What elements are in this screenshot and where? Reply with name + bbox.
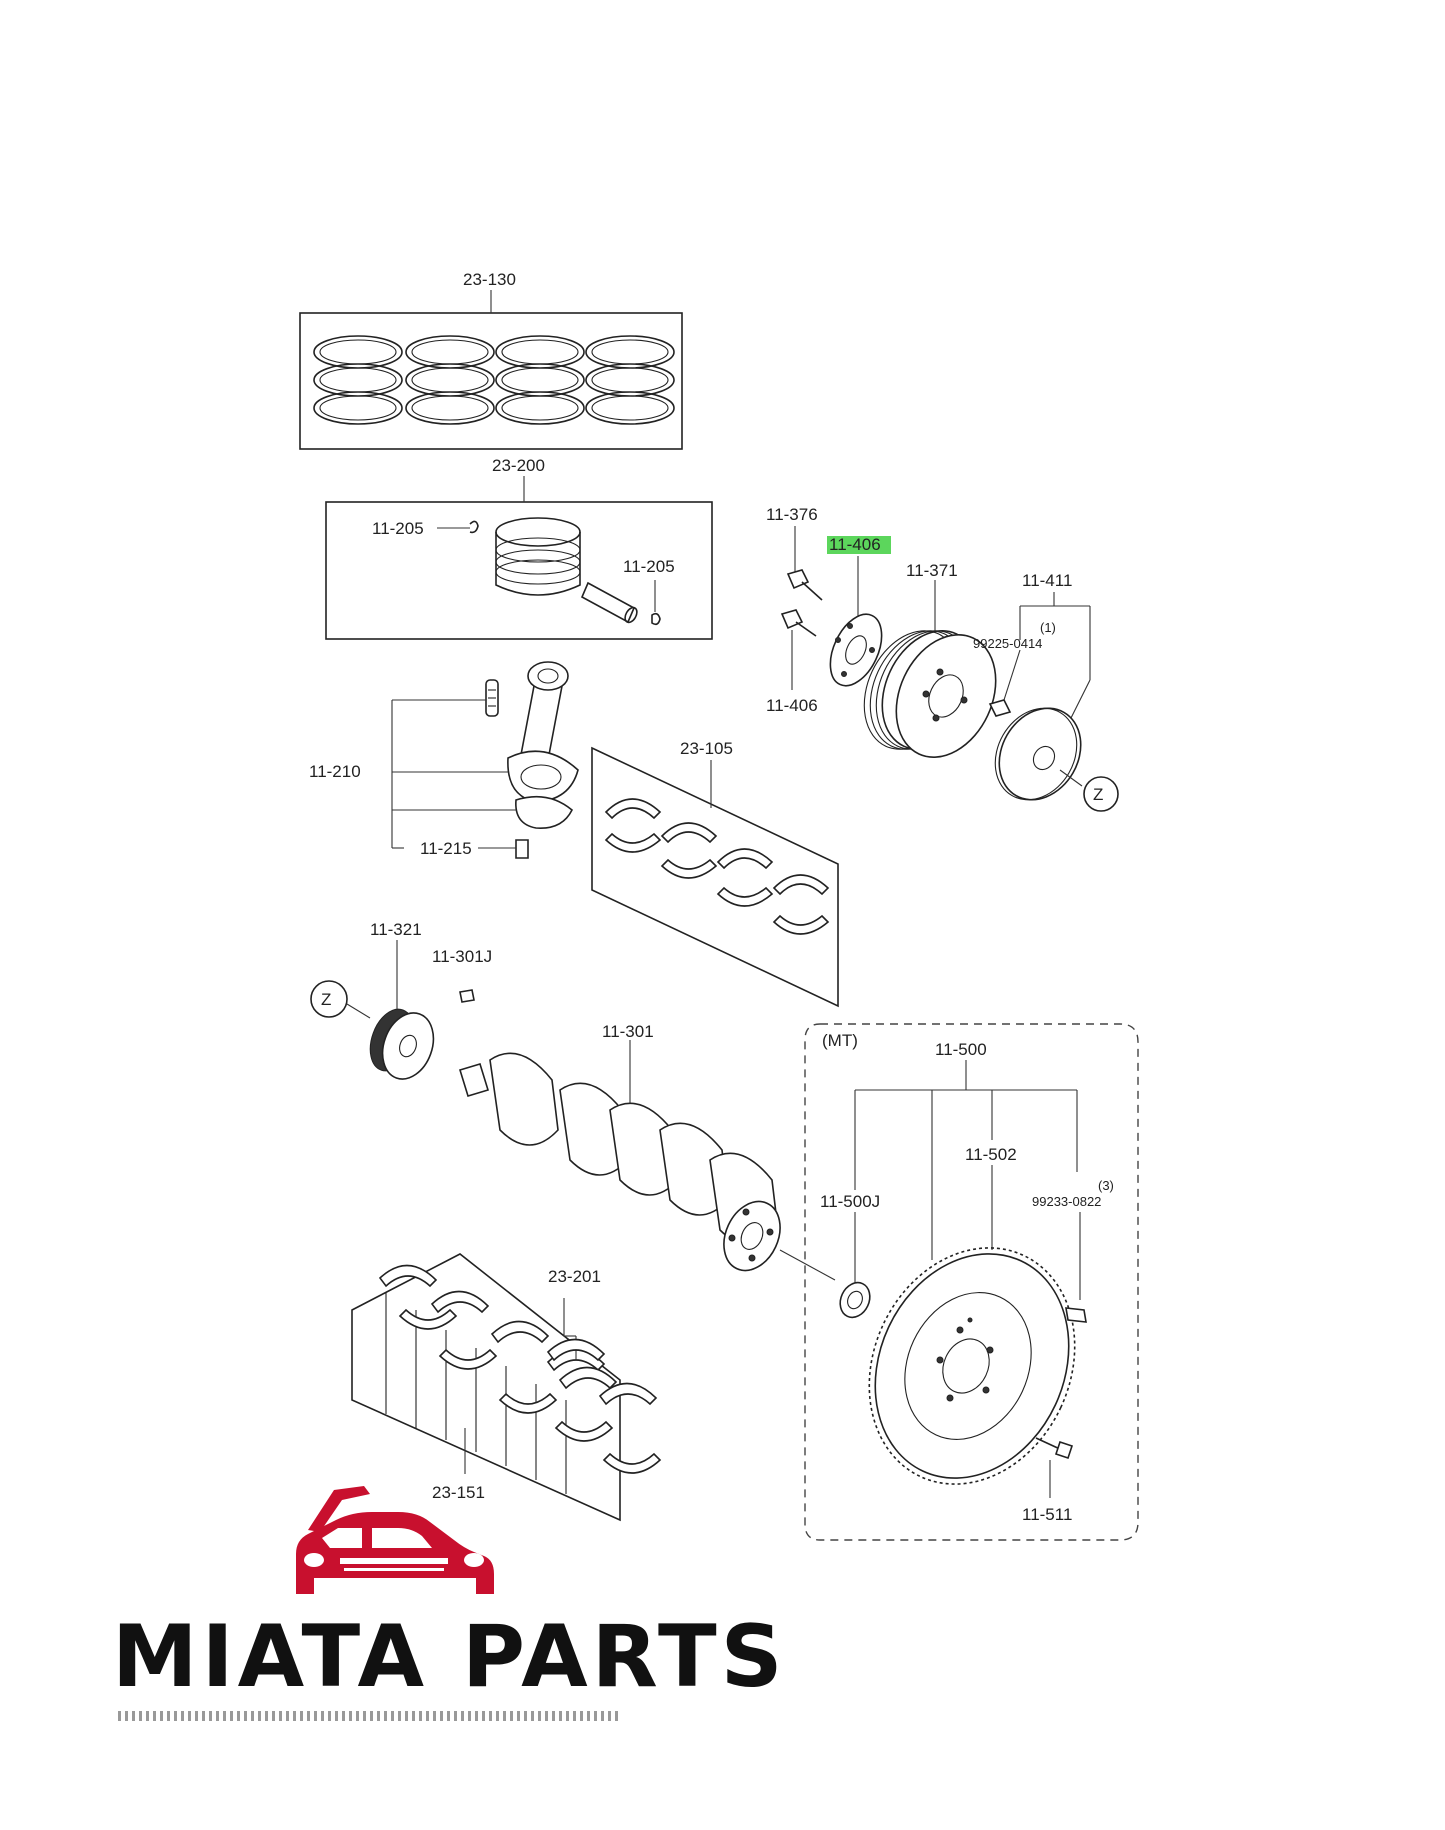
ring-stack-3	[495, 335, 585, 425]
crank-key[interactable]	[459, 989, 475, 1003]
label-99225-0414[interactable]: 99225-0414	[973, 636, 1042, 651]
main-bearing-set[interactable]	[351, 1253, 662, 1522]
ring-stack-2	[405, 335, 495, 425]
label-11-511[interactable]: 11-511	[1022, 1505, 1072, 1524]
rod-bearing-2	[660, 822, 718, 879]
main-bearing-3	[490, 1320, 558, 1414]
piston-clip-right	[651, 612, 661, 626]
label-11-406[interactable]: 11-406	[766, 696, 818, 715]
pulley-bolt[interactable]	[786, 526, 823, 601]
label-z-right: Z	[1093, 785, 1103, 804]
label-23-105[interactable]: 23-105	[680, 739, 733, 758]
label-z-left: Z	[321, 990, 331, 1009]
timing-sprocket[interactable]	[362, 940, 442, 1086]
rod-bearing-set[interactable]	[591, 746, 839, 1008]
miata-logo	[296, 1486, 494, 1594]
reference-z-left[interactable]	[310, 980, 371, 1019]
pulley-plate-bolt[interactable]	[780, 609, 817, 690]
thrust-bearing[interactable]	[546, 1298, 618, 1390]
rod-bearing-1	[604, 798, 662, 853]
label-kit-qty-3[interactable]: (3)	[1098, 1178, 1114, 1193]
label-23-151[interactable]: 23-151	[432, 1483, 485, 1502]
label-11-210[interactable]: 11-210	[309, 762, 361, 781]
label-23-130[interactable]: 23-130	[463, 270, 516, 289]
rod-bearing-3	[716, 848, 774, 907]
crank-pulley[interactable]	[846, 580, 1015, 773]
flywheel-ring-gear[interactable]	[832, 1214, 1113, 1518]
label-23-201[interactable]: 23-201	[548, 1267, 601, 1286]
label-11-376[interactable]: 11-376	[766, 505, 818, 524]
label-11-371[interactable]: 11-371	[906, 561, 958, 580]
dowel-pin[interactable]	[1065, 1307, 1087, 1323]
connecting-rod[interactable]	[391, 661, 579, 859]
label-11-502[interactable]: 11-502	[965, 1145, 1017, 1164]
pulley-baffle-kit[interactable]	[979, 592, 1097, 815]
label-99233-0822[interactable]: 99233-0822	[1032, 1194, 1101, 1209]
mt-flywheel-group[interactable]	[804, 1023, 1139, 1541]
label-11-500j[interactable]: 11-500J	[820, 1192, 880, 1211]
main-bearing-5	[598, 1382, 662, 1474]
piston-assembly[interactable]	[325, 476, 713, 640]
label-mt[interactable]: (MT)	[822, 1031, 858, 1050]
label-kit-qty-1[interactable]: (1)	[1040, 620, 1056, 635]
label-11-406-highlighted[interactable]: 11-406	[829, 535, 881, 554]
ring-stack-4	[585, 335, 675, 425]
label-23-200[interactable]: 23-200	[492, 456, 545, 475]
ring-stack-1	[313, 335, 403, 425]
label-11-301j[interactable]: 11-301J	[432, 947, 492, 966]
label-11-411[interactable]: 11-411	[1022, 571, 1072, 590]
label-11-301[interactable]: 11-301	[602, 1022, 654, 1041]
label-11-500[interactable]: 11-500	[935, 1040, 987, 1059]
reference-z-right[interactable]	[1083, 776, 1119, 812]
label-11-205-left[interactable]: 11-205	[372, 519, 424, 538]
main-bearing-1	[378, 1264, 458, 1330]
piston	[495, 517, 581, 596]
label-11-321[interactable]: 11-321	[370, 920, 422, 939]
piston-clip-left	[469, 520, 479, 534]
label-11-205-right[interactable]: 11-205	[623, 557, 675, 576]
crankshaft[interactable]	[458, 1040, 836, 1281]
flywheel-bolt[interactable]	[1035, 1437, 1074, 1498]
flywheel-assembly[interactable]	[854, 1060, 1081, 1300]
label-11-215[interactable]: 11-215	[420, 839, 472, 858]
rod-bearing-4	[772, 874, 830, 935]
piston-ring-set[interactable]	[299, 290, 683, 450]
pilot-bearing[interactable]	[835, 1212, 876, 1322]
pulley-plate[interactable]	[820, 536, 892, 694]
main-bearing-2	[430, 1290, 498, 1370]
brand-name: MIATA PARTS	[112, 1607, 787, 1707]
piston-pin	[580, 581, 638, 624]
